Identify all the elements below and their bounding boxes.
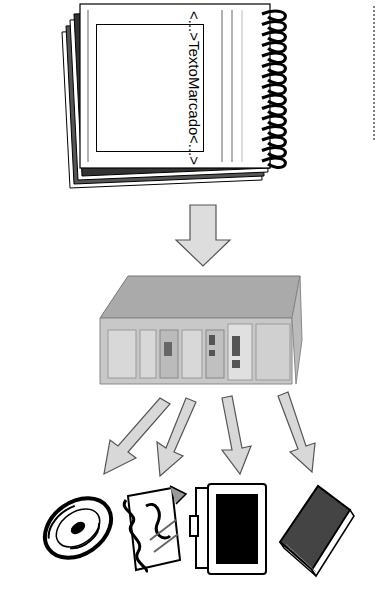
document-stack: [62, 4, 270, 188]
spiral-coil: [262, 85, 285, 94]
marked-text: <...>: [186, 11, 203, 41]
spiral-binding: [262, 11, 285, 167]
flow-arrow: [176, 205, 230, 266]
spiral-coil: [262, 158, 285, 167]
cut-line: [374, 6, 375, 142]
spiral-coil: [262, 127, 285, 136]
spiral-coil: [262, 74, 285, 83]
spiral-coil: [262, 22, 285, 31]
marked-text: Texto: [186, 41, 203, 77]
spiral-coil: [262, 116, 285, 125]
spiral-coil: [262, 53, 285, 62]
text-lines: <...>TextoMarcado<...>: [97, 25, 203, 151]
spiral-coil: [262, 137, 285, 146]
cd-icon: [34, 486, 123, 570]
spiral-coil: [262, 32, 285, 41]
spiral-coil: [262, 95, 285, 104]
spiral-coil: [262, 43, 285, 52]
book-icon: [280, 486, 354, 576]
marked-text: <...>: [186, 135, 203, 165]
scroll-icon: [124, 486, 186, 572]
spiral-coil: [262, 11, 285, 20]
processing-machine: [100, 276, 302, 384]
text-page: <...>TextoMarcado<...>: [96, 24, 204, 152]
output-arrows: [104, 392, 315, 476]
monitor-icon: [190, 484, 266, 574]
marked-text: Marcado: [186, 77, 203, 135]
spiral-coil: [262, 106, 285, 115]
spiral-coil: [262, 64, 285, 73]
spiral-coil: [262, 148, 285, 157]
